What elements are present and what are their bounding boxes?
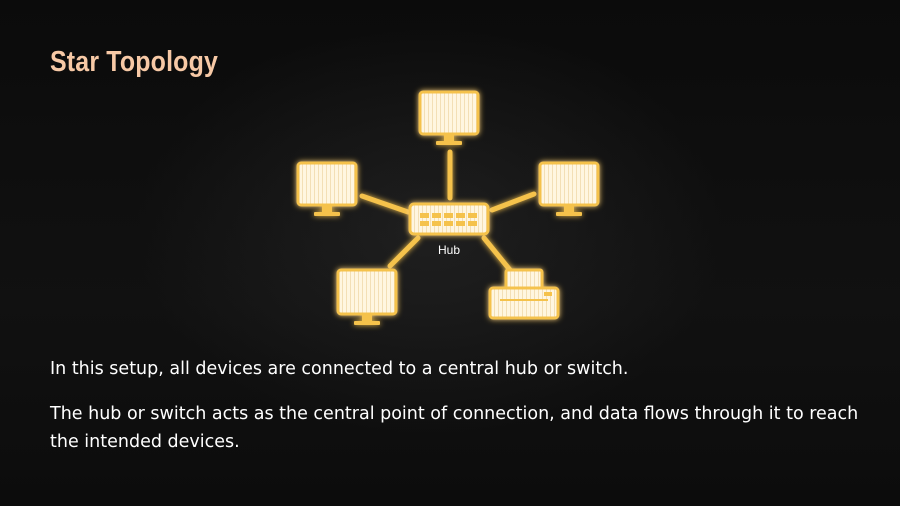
link-right-upper (489, 191, 537, 213)
link-right-lower (481, 235, 513, 273)
description-paragraph-1: In this setup, all devices are connected… (50, 359, 629, 379)
hub-icon (408, 202, 490, 236)
monitor-icon (296, 161, 358, 216)
monitor-icon (336, 268, 398, 325)
slide-title: Star Topology (50, 46, 219, 78)
monitor-icon (418, 90, 480, 145)
printer-icon (488, 268, 560, 320)
star-topology-diagram: Hub (296, 90, 600, 325)
description-paragraph-2: The hub or switch acts as the central po… (50, 404, 859, 452)
link-left-lower (387, 235, 421, 269)
hub-label: Hub (438, 243, 460, 257)
link-left-upper (359, 193, 411, 215)
monitor-icon (538, 161, 600, 216)
